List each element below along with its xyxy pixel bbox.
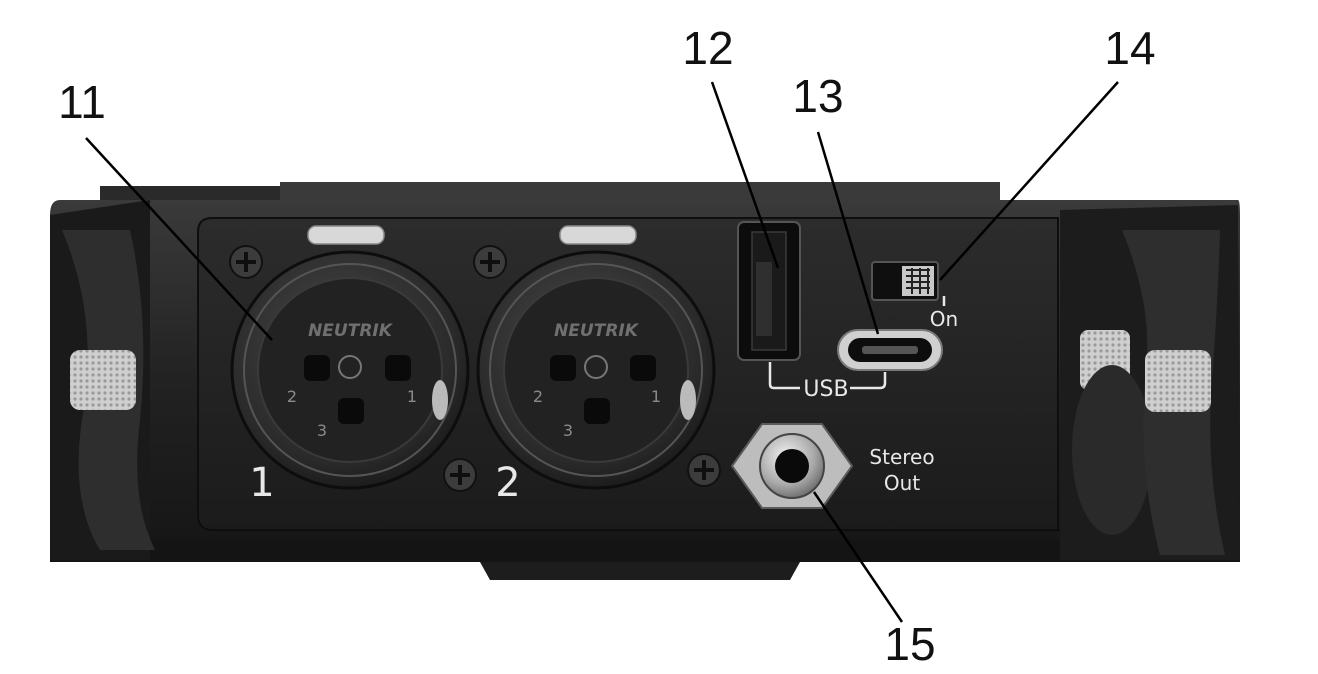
input-2-label: 2: [495, 460, 520, 506]
xlr-2-center-mark: [584, 355, 608, 379]
jack-socket-hole: [775, 449, 809, 483]
usb-c-port[interactable]: [837, 329, 943, 371]
usb-label: USB: [803, 377, 848, 402]
callout-14: 14: [1104, 22, 1155, 74]
screw-top-center: [473, 245, 507, 279]
usb-c-tongue: [862, 346, 918, 354]
usb-a-port[interactable]: [737, 221, 801, 361]
xlr-1-pin-label-1: 1: [407, 387, 417, 406]
xlr-1-pin-label-3: 3: [317, 421, 327, 440]
xlr-1-pin-hole-1: [385, 355, 411, 381]
xlr-1-release-tab[interactable]: [432, 380, 448, 420]
xlr-1-latch[interactable]: [307, 225, 385, 245]
callout-13: 13: [792, 70, 843, 122]
power-switch[interactable]: [871, 261, 939, 301]
xlr-1-pin-hole-2: [304, 355, 330, 381]
xlr-input-1[interactable]: NEUTRIK 2 1 3: [230, 225, 470, 490]
xlr-2-pin-hole-1: [630, 355, 656, 381]
leader-lines: [85, 81, 1119, 623]
top-plate: [280, 182, 1000, 200]
screw-bottom-right: [687, 453, 721, 487]
leader-line-13: [816, 131, 880, 335]
xlr-2-pin-label-3: 3: [563, 421, 573, 440]
usb-bracket: [768, 362, 887, 390]
left-knurled-knob: [70, 350, 136, 410]
leader-line-15: [812, 491, 904, 623]
leader-line-11: [85, 137, 273, 341]
power-switch-grip: [906, 268, 930, 294]
xlr-2-release-tab[interactable]: [680, 380, 696, 420]
bottom-rail: [50, 540, 1240, 562]
power-on-label: On: [930, 307, 958, 331]
callout-12: 12: [682, 22, 733, 74]
screw-bottom-center: [443, 458, 477, 492]
stereo-out-label-line1: Stereo: [869, 445, 934, 469]
right-knurled-knob: [1145, 350, 1211, 412]
screw-top-left: [229, 245, 263, 279]
xlr-input-2[interactable]: NEUTRIK 2 1 3: [476, 225, 716, 490]
xlr-2-pin-label-2: 2: [533, 387, 543, 406]
usb-a-tongue: [756, 262, 772, 336]
leader-line-14: [939, 81, 1119, 281]
xlr-2-pin-hole-2: [550, 355, 576, 381]
bottom-foot: [480, 562, 800, 580]
xlr-1-pin-label-2: 2: [287, 387, 297, 406]
top-edge: [100, 186, 300, 200]
stereo-out-jack[interactable]: [730, 423, 854, 509]
leader-line-12: [710, 81, 780, 269]
xlr-2-brand: NEUTRIK: [554, 321, 640, 341]
right-side-knob: [1072, 365, 1152, 535]
callout-11: 11: [58, 76, 106, 128]
callout-15: 15: [884, 618, 935, 670]
input-1-label: 1: [249, 460, 274, 506]
xlr-1-brand: NEUTRIK: [308, 321, 394, 341]
xlr-2-latch[interactable]: [559, 225, 637, 245]
stereo-out-label-line2: Out: [884, 471, 920, 495]
xlr-2-pin-label-1: 1: [651, 387, 661, 406]
xlr-2-pin-hole-3: [584, 398, 610, 424]
xlr-1-center-mark: [338, 355, 362, 379]
xlr-1-pin-hole-3: [338, 398, 364, 424]
